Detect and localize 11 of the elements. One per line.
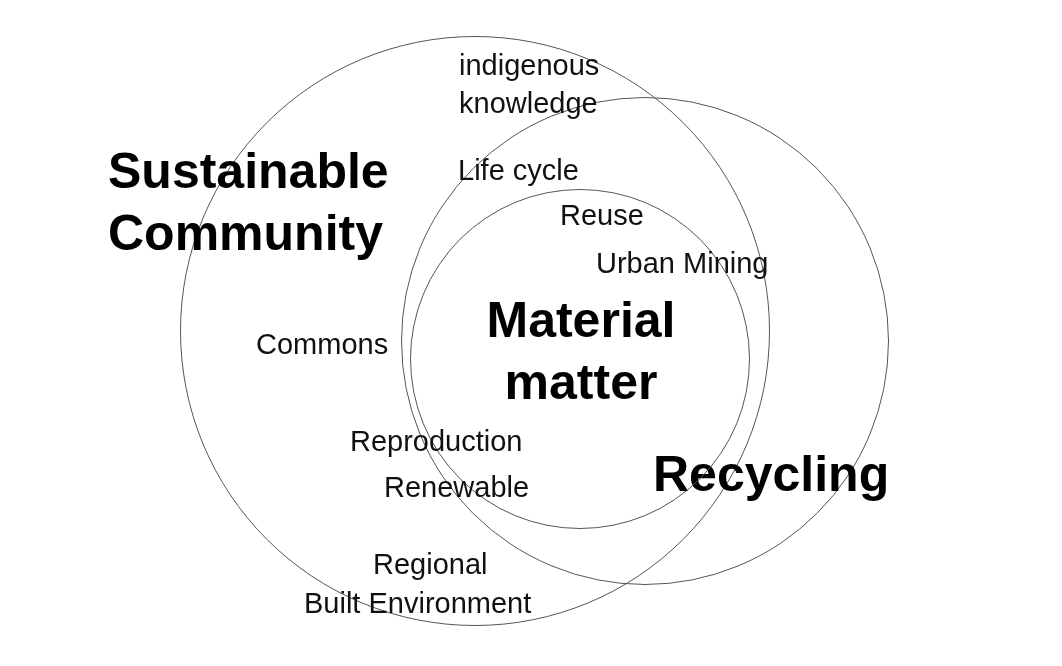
- venn-label: Commons: [256, 327, 389, 362]
- venn-label: Urban Mining: [596, 246, 769, 281]
- venn-label: indigenous knowledge: [459, 48, 601, 121]
- circle-title: Material matter: [485, 291, 677, 412]
- venn-label: Life cycle: [458, 153, 579, 188]
- venn-label: Reuse: [560, 198, 644, 233]
- venn-label: Renewable: [384, 470, 530, 505]
- circle-title: Recycling: [653, 445, 891, 504]
- venn-label: Built Environment: [304, 586, 532, 621]
- venn-label: Regional: [373, 547, 488, 582]
- circle-title: Sustainable Community: [108, 142, 390, 263]
